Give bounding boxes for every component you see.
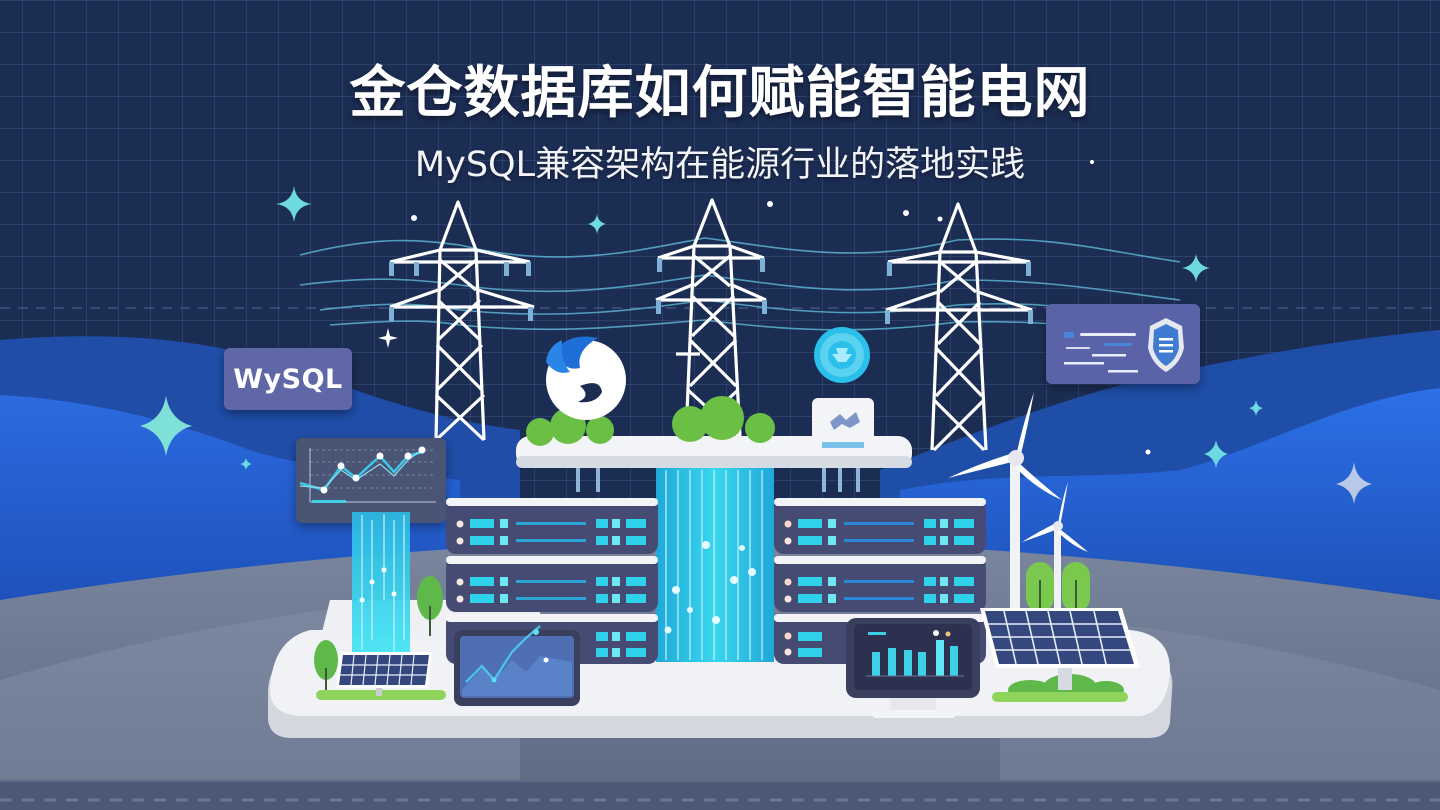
- sparkle-icon: [1249, 400, 1263, 416]
- sparkle-icon: [276, 186, 312, 222]
- kingbase-logo-icon: [546, 336, 626, 420]
- banner-subtitle: MySQL兼容架构在能源行业的落地实践: [414, 145, 1026, 185]
- sparkle-icon: [1336, 462, 1372, 504]
- bar-chart-monitor: [846, 618, 980, 718]
- server-unit: [774, 498, 986, 554]
- power-tower-icon: [655, 198, 767, 438]
- line-chart-tablet: [454, 625, 580, 706]
- certification-seal-icon: [814, 327, 870, 383]
- server-unit: [446, 498, 658, 554]
- wind-turbine-icon: [1022, 482, 1088, 678]
- device-box-icon: [812, 398, 874, 448]
- server-unit: [446, 556, 658, 612]
- sparkle-icon: [1204, 440, 1228, 468]
- data-stream-center: [656, 468, 774, 662]
- mysql-badge: WySQL: [224, 348, 352, 410]
- sparkle-icon: [140, 396, 192, 456]
- solar-panel-right: [980, 608, 1140, 702]
- power-tower-icon: [885, 202, 1033, 452]
- line-chart-panel: [296, 438, 446, 523]
- banner-title: 金仓数据库如何赋能智能电网: [349, 61, 1091, 126]
- sparkle-icon: [588, 214, 606, 234]
- data-stream-left: [352, 512, 410, 660]
- sparkle-icon: [1182, 254, 1210, 282]
- solar-panel-left: [314, 576, 446, 700]
- server-unit: [774, 556, 986, 612]
- security-shield-icon: [1064, 318, 1184, 373]
- security-card: [1046, 304, 1200, 384]
- wind-turbine-icon: [948, 392, 1062, 678]
- sparkle-icon: [240, 458, 252, 470]
